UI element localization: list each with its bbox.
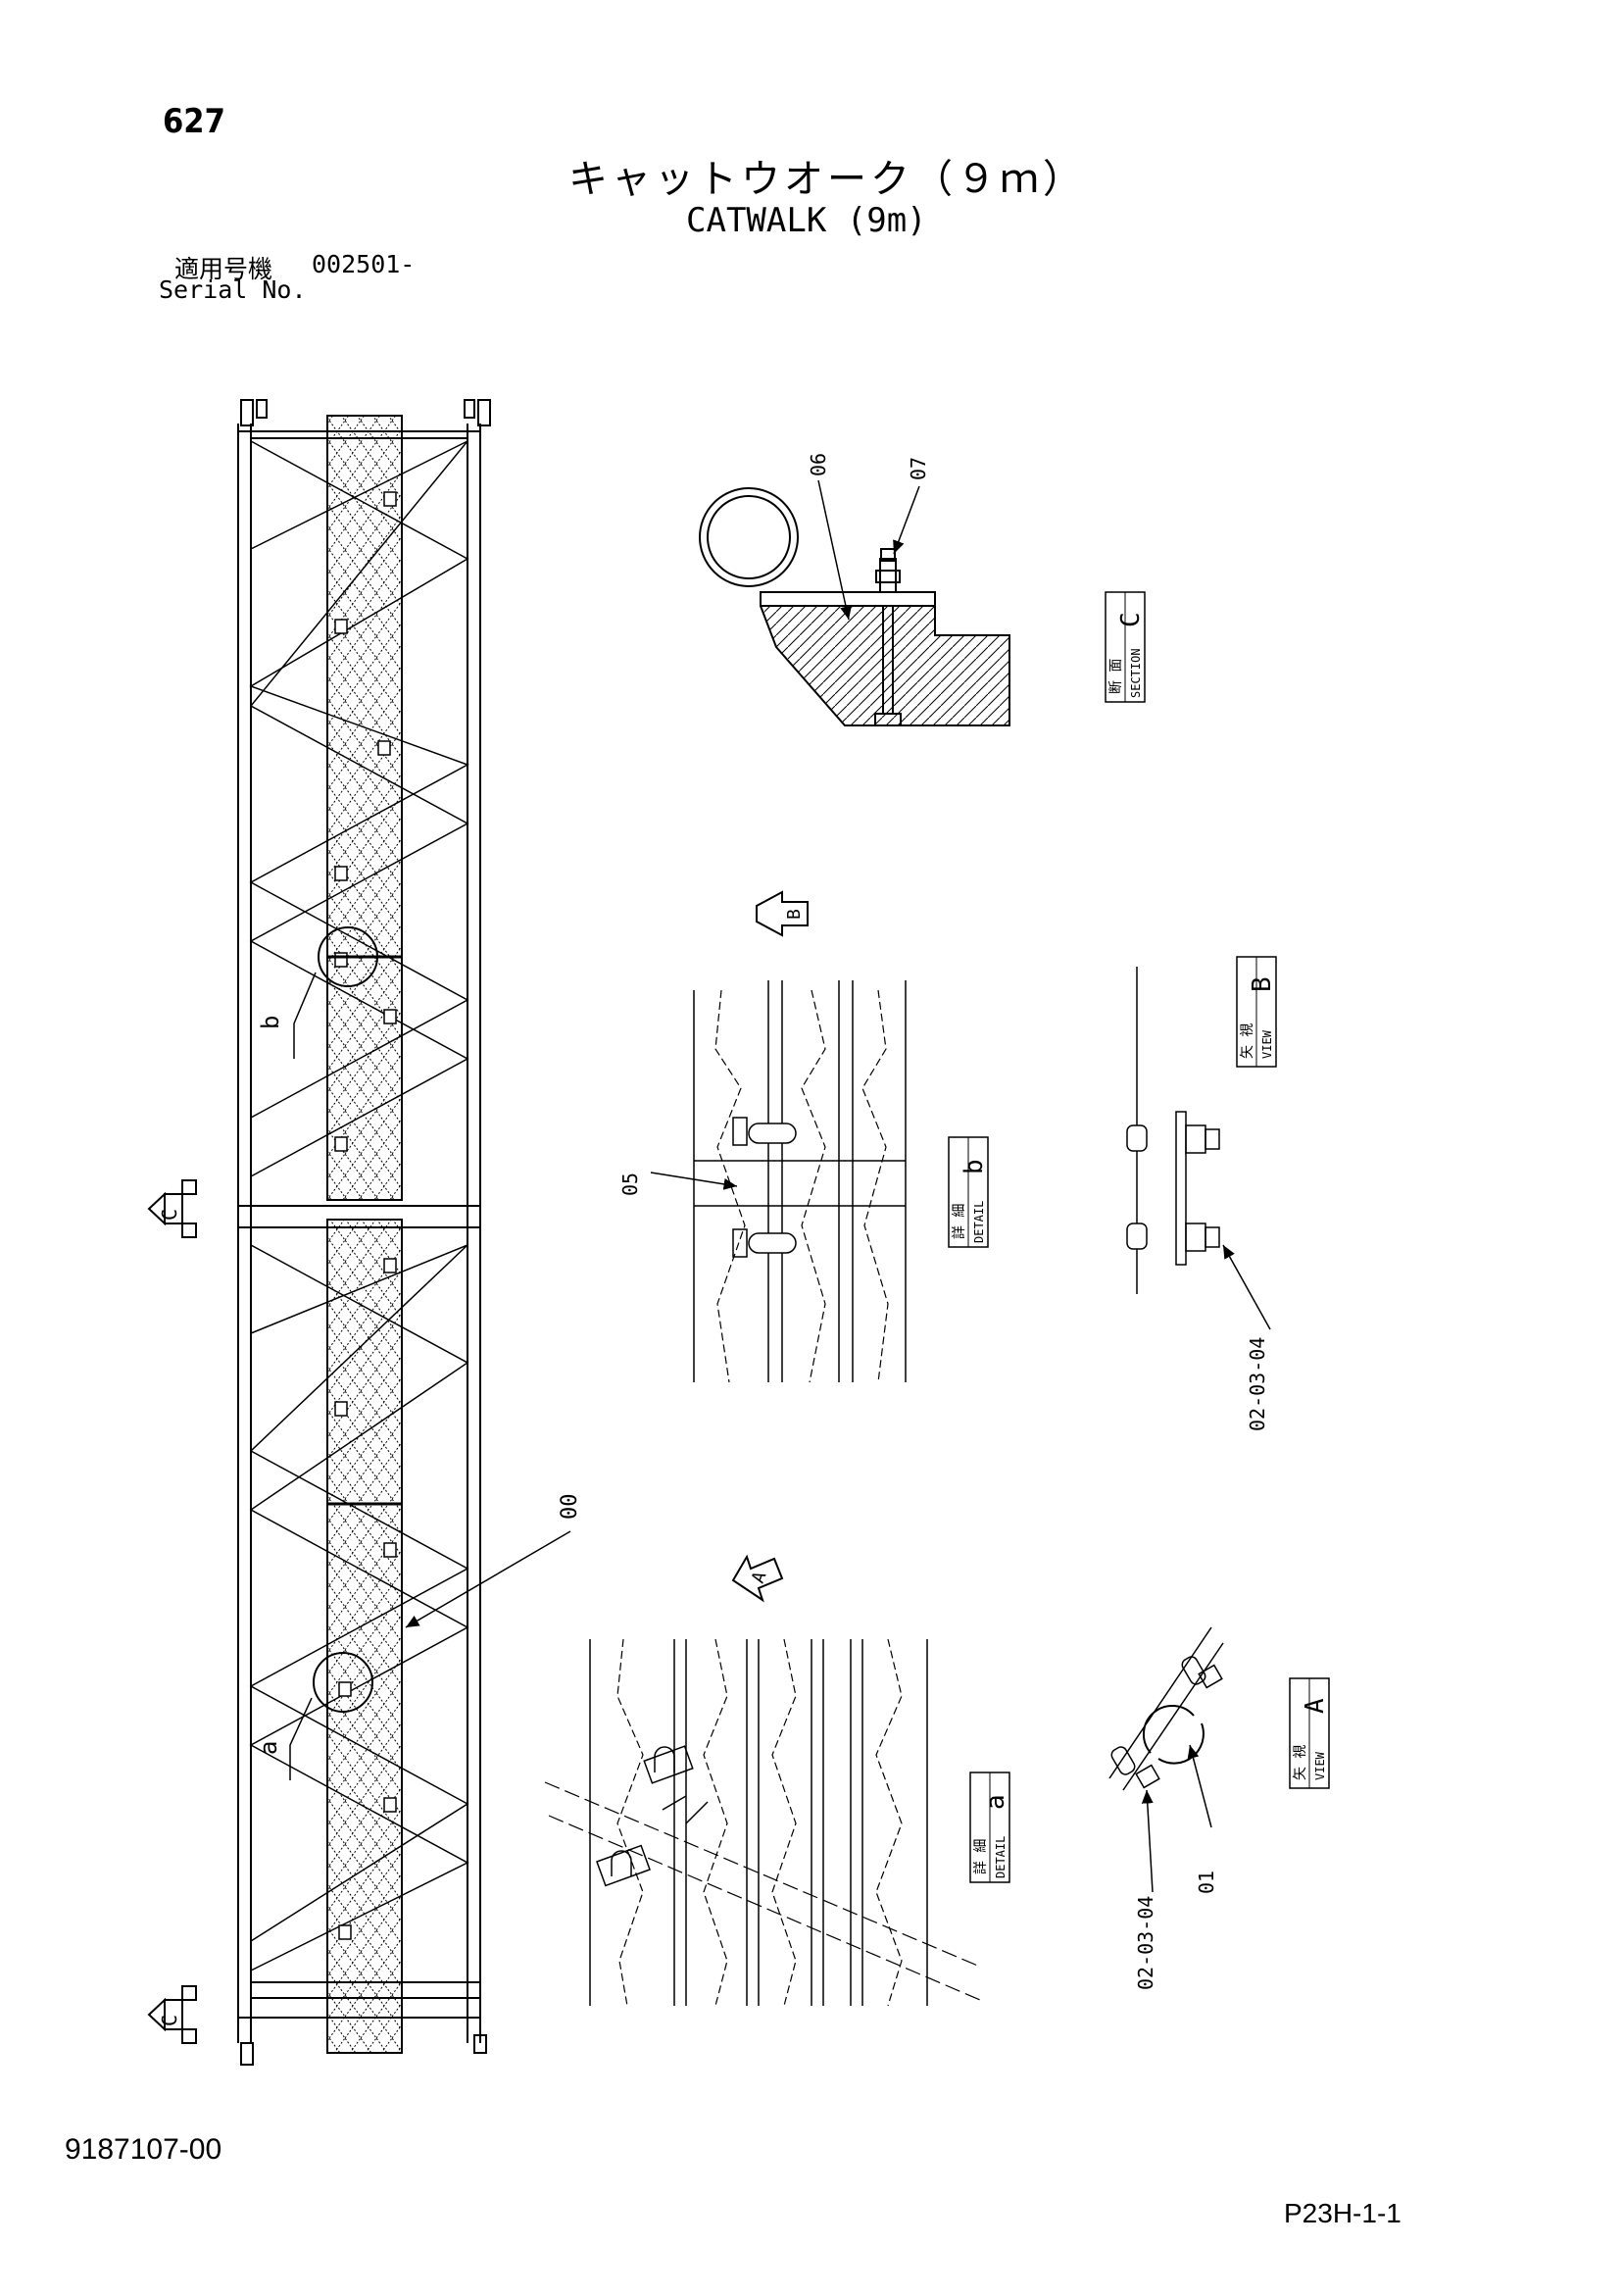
ref-a-label: 02-03-04 (1134, 1896, 1157, 1990)
part-00-label: 00 (558, 1494, 582, 1521)
section-c-title: 断 面 SECTION C (1105, 591, 1146, 703)
detail-b-title: 詳 細 DETAIL b (948, 1136, 989, 1248)
page-number: 627 (163, 102, 225, 141)
svg-text:断 面: 断 面 (1108, 659, 1124, 694)
view-a-arrow: A (731, 1554, 784, 1603)
title-japanese: キャットウオーク（９ｍ） (568, 157, 1086, 202)
walkway-mesh-upper (326, 415, 403, 1201)
view-b-view (1126, 967, 1220, 1294)
view-b-title: 矢 視 VIEW B (1236, 956, 1277, 1068)
svg-text:B: B (1248, 976, 1277, 992)
serial-label-japanese: 適用号機 (174, 255, 273, 283)
page-code: P23H-1-1 (1284, 2198, 1402, 2228)
part-06-label: 06 (807, 453, 830, 476)
svg-text:B: B (784, 909, 805, 920)
part-07-label: 07 (907, 457, 930, 480)
detail-b-view (693, 980, 907, 1383)
svg-text:b: b (959, 1159, 989, 1174)
walkway-crossbars (327, 955, 402, 1506)
svg-text:C: C (158, 2015, 181, 2026)
svg-text:A: A (1301, 1698, 1330, 1714)
part-01-label: 01 (1195, 1871, 1218, 1894)
svg-text:VIEW: VIEW (1313, 1751, 1327, 1780)
detail-circle-a (313, 1652, 373, 1713)
detail-ref-b-label: b (257, 1016, 284, 1029)
section-c-view (699, 487, 1010, 726)
detail-a-title: 詳 細 DETAIL a (969, 1772, 1010, 1883)
svg-text:C: C (1116, 612, 1146, 627)
svg-text:a: a (981, 1794, 1010, 1810)
section-c-arrow-bottom: C (147, 1985, 197, 2044)
svg-text:矢 視: 矢 視 (1240, 1023, 1255, 1059)
serial-label-english: Serial No. (159, 275, 307, 304)
svg-text:C: C (158, 1209, 181, 1221)
svg-text:DETAIL: DETAIL (994, 1836, 1008, 1878)
ref-b-label: 02-03-04 (1246, 1337, 1269, 1431)
detail-a-view (544, 1638, 981, 2007)
catwalk-frame (237, 399, 491, 2066)
detail-circle-b (318, 926, 378, 987)
title-english: CATWALK (9m) (686, 201, 927, 240)
document-number: 9187107-00 (65, 2133, 222, 2166)
svg-text:矢 視: 矢 視 (1293, 1745, 1308, 1780)
detail-ref-a-label: a (255, 1741, 282, 1755)
walkway-mesh-lower (326, 1219, 403, 2054)
svg-text:DETAIL: DETAIL (972, 1201, 986, 1243)
svg-text:詳 細: 詳 細 (973, 1839, 989, 1874)
serial-value: 002501- (312, 250, 416, 278)
svg-text:A: A (748, 1569, 770, 1586)
svg-text:SECTION: SECTION (1129, 648, 1143, 698)
part-05-label: 05 (618, 1173, 642, 1196)
section-c-arrow-top: C (147, 1179, 197, 1238)
svg-text:VIEW: VIEW (1260, 1029, 1274, 1059)
svg-text:詳 細: 詳 細 (952, 1204, 967, 1239)
walkway-clamps (334, 491, 397, 1940)
view-b-arrow: B (756, 890, 809, 937)
view-a-title: 矢 視 VIEW A (1289, 1677, 1330, 1789)
view-a-view (1108, 1626, 1224, 1791)
